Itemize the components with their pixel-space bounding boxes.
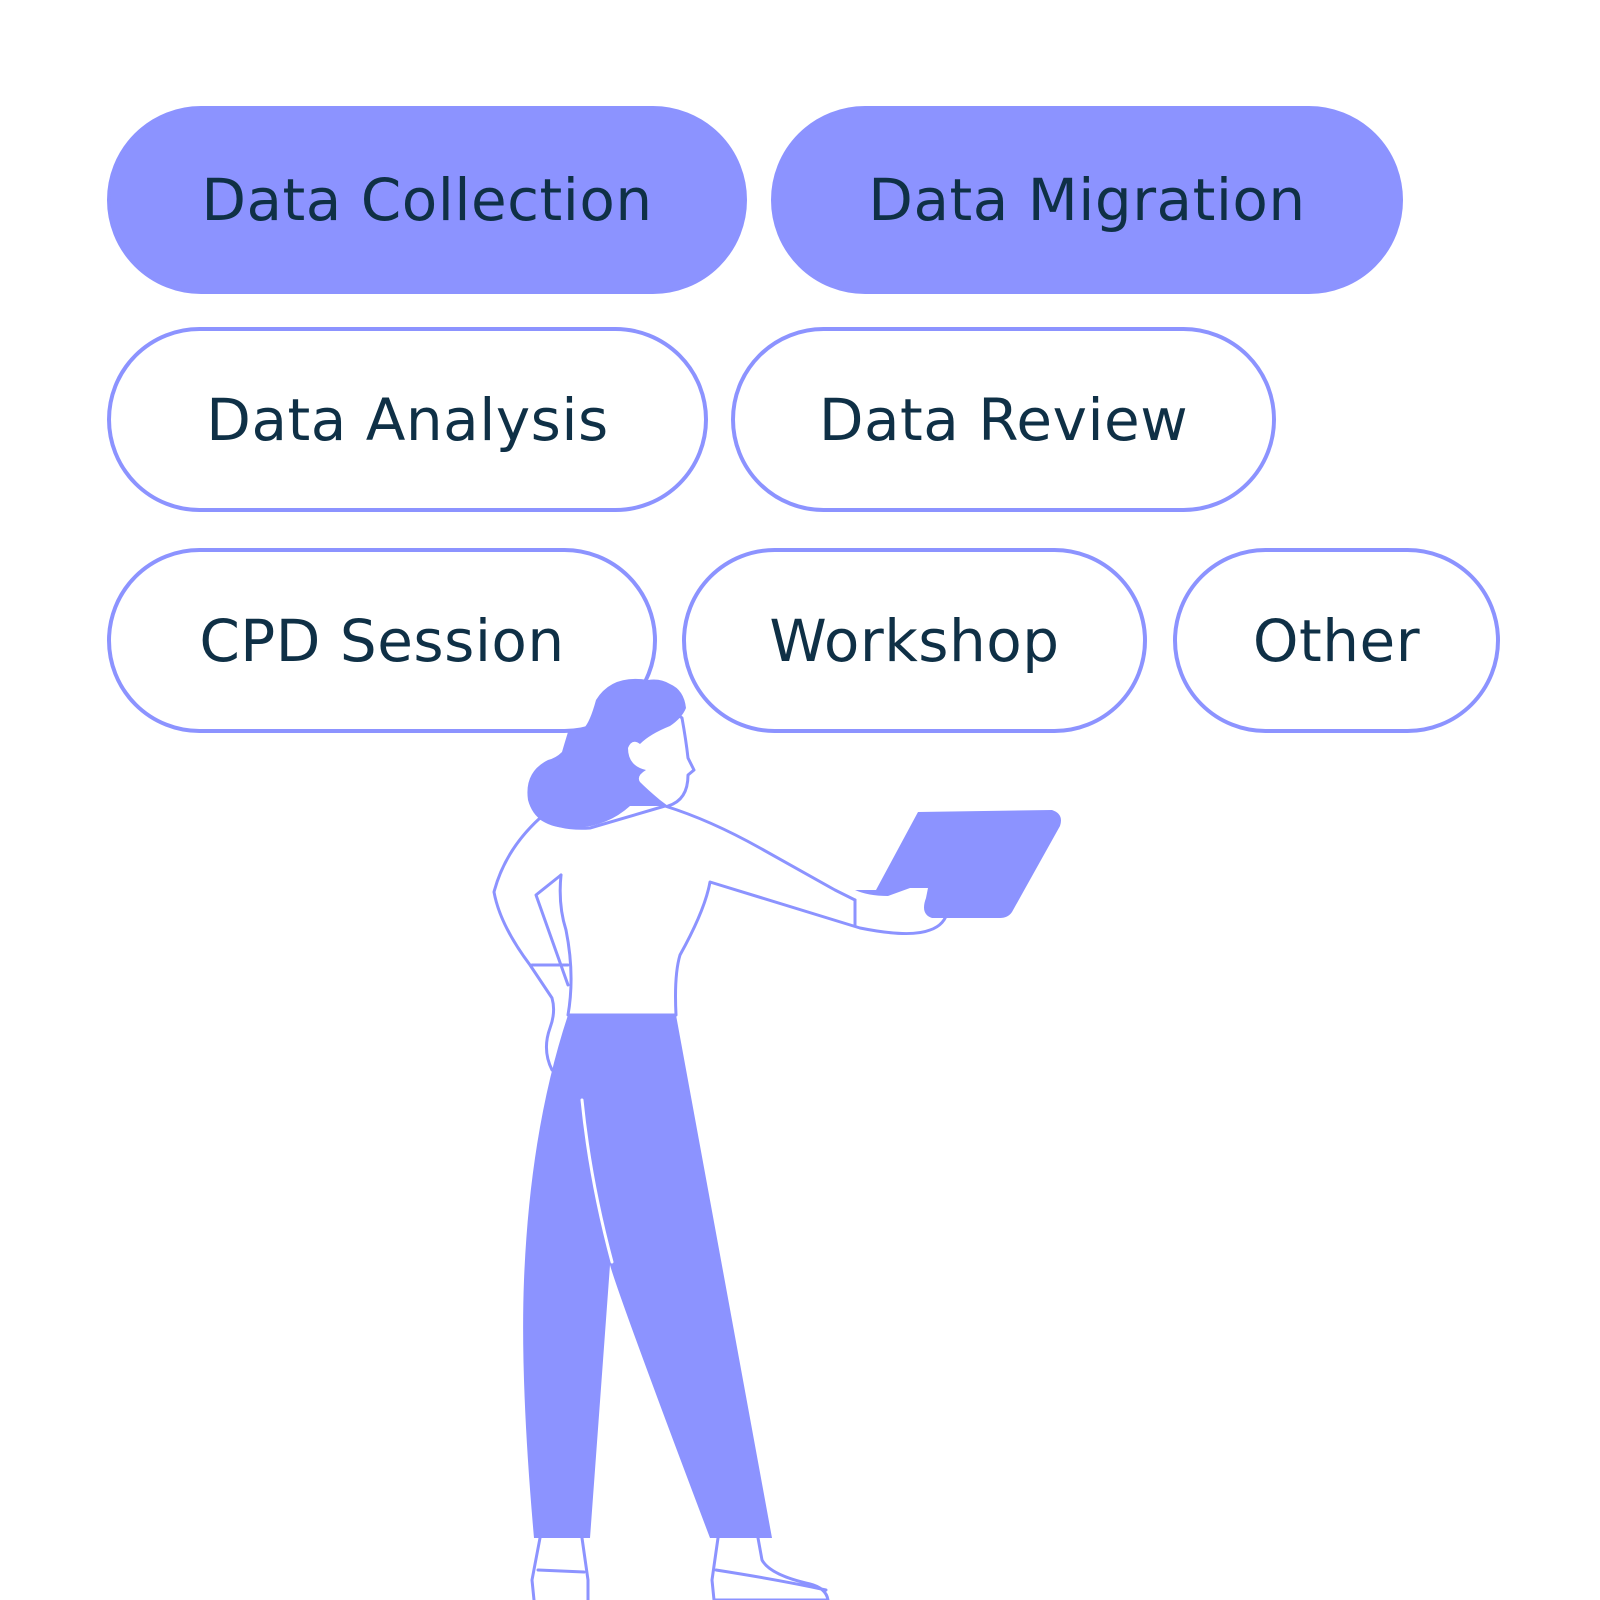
option-data-review[interactable]: Data Review <box>731 327 1276 512</box>
option-data-collection[interactable]: Data Collection <box>107 106 747 294</box>
option-cpd-session[interactable]: CPD Session <box>107 548 657 733</box>
hand-on-hip <box>530 873 570 987</box>
pants-seam <box>580 1098 614 1264</box>
option-label: CPD Session <box>199 606 565 675</box>
pants <box>523 1015 772 1538</box>
face-outline <box>638 706 696 808</box>
option-label: Workshop <box>769 606 1060 675</box>
shirt-body <box>558 873 950 1017</box>
laptop <box>855 810 1061 918</box>
option-label: Other <box>1252 606 1421 675</box>
shirt-shoulder <box>538 804 857 902</box>
option-other[interactable]: Other <box>1173 548 1500 733</box>
back-arm <box>492 816 556 1072</box>
shoe-back <box>530 1536 590 1600</box>
option-label: Data Analysis <box>206 385 609 454</box>
option-label: Data Review <box>818 385 1189 454</box>
option-data-migration[interactable]: Data Migration <box>771 106 1403 294</box>
option-data-analysis[interactable]: Data Analysis <box>107 327 708 512</box>
option-label: Data Collection <box>201 166 653 234</box>
option-workshop[interactable]: Workshop <box>682 548 1147 733</box>
option-label: Data Migration <box>868 166 1306 234</box>
shoe-front <box>710 1536 830 1600</box>
